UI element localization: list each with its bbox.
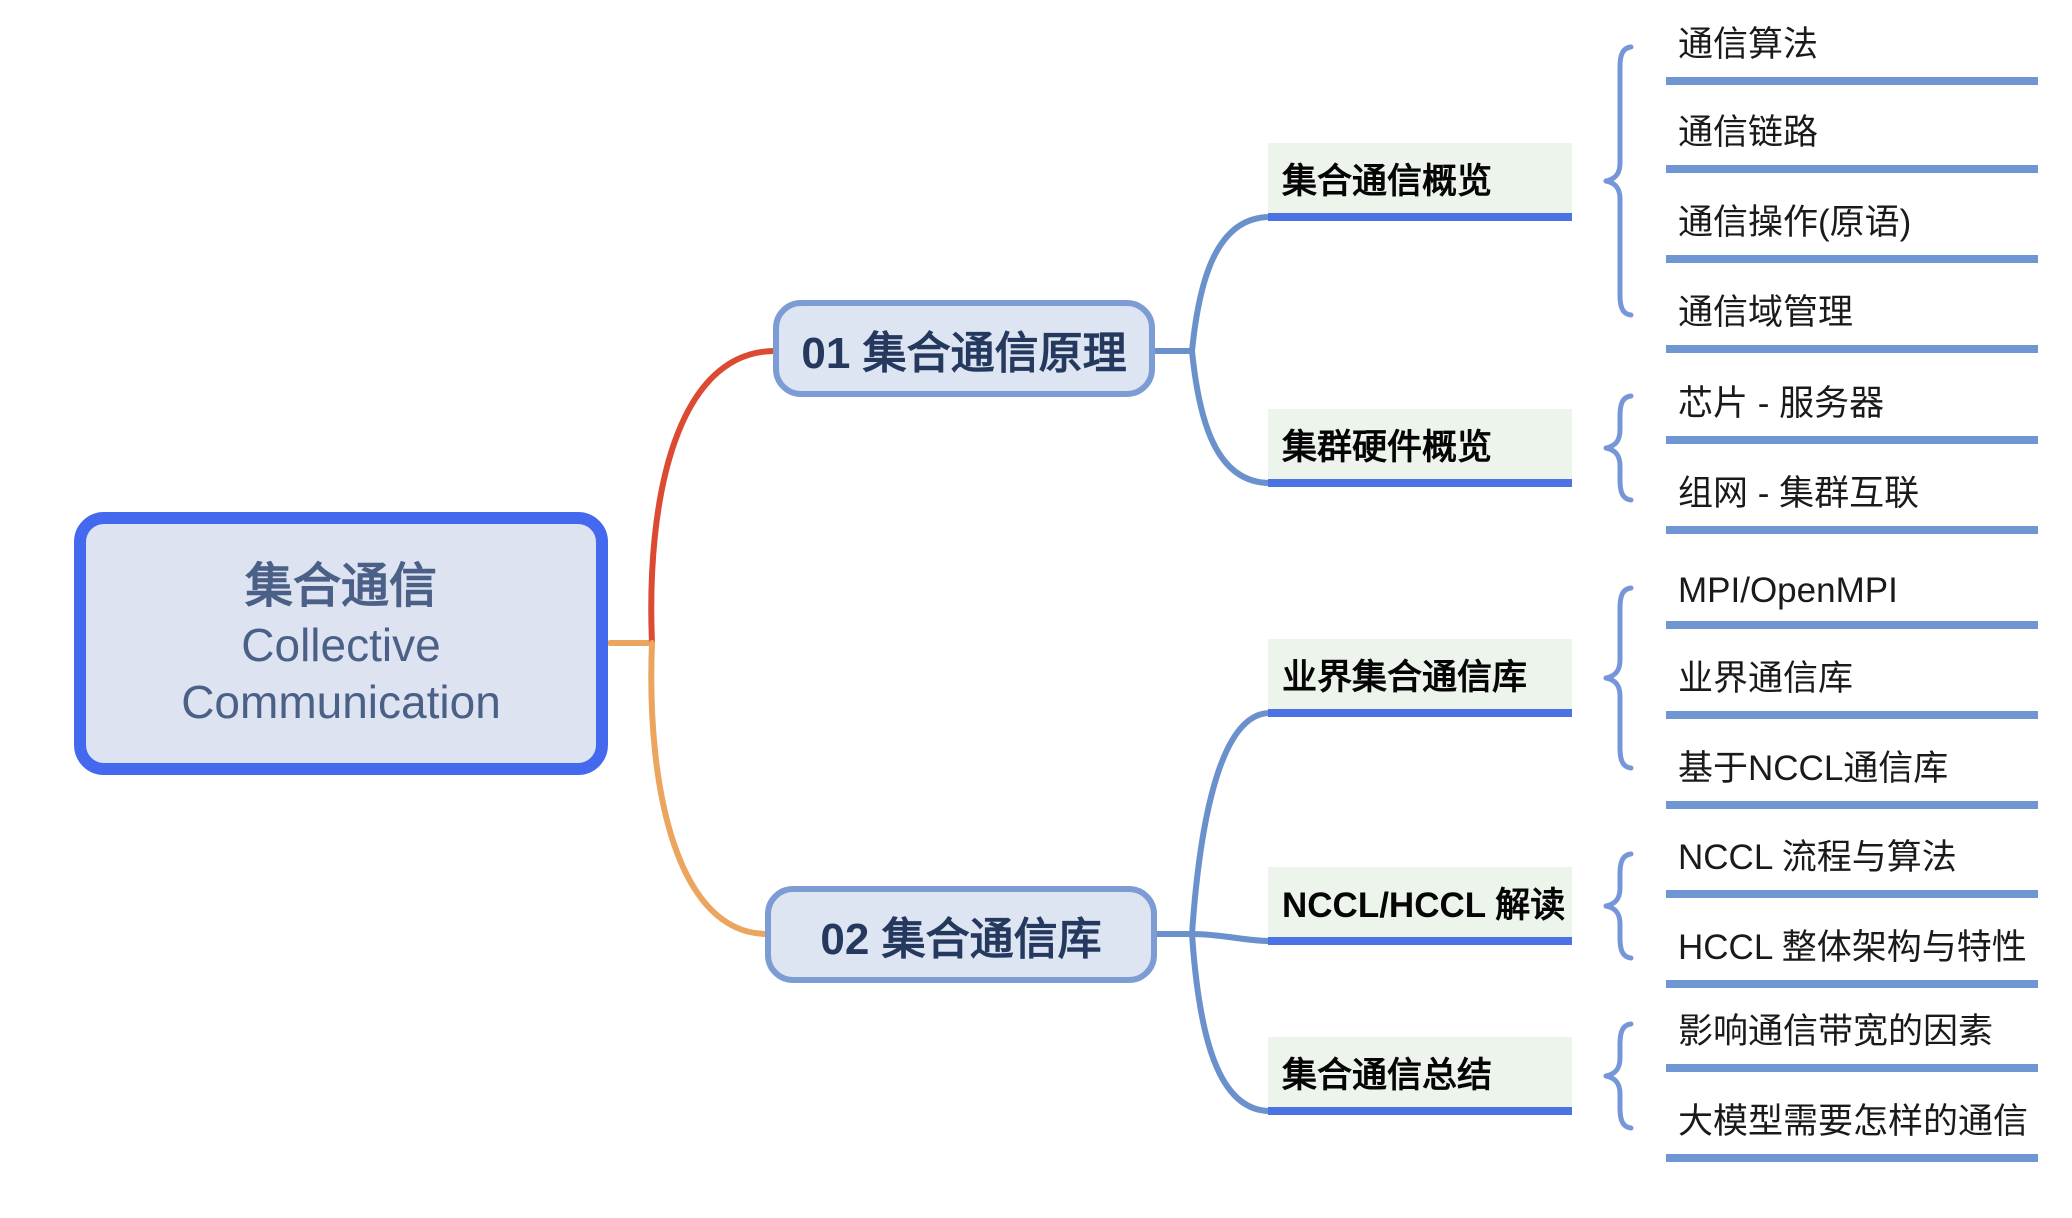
leaf-label: 业界通信库 bbox=[1678, 659, 1854, 698]
root-node[interactable]: 集合通信 Collective Communication bbox=[74, 512, 608, 775]
leaf-label: NCCL 流程与算法 bbox=[1678, 838, 1957, 877]
branch-node-01[interactable]: 01 集合通信原理 bbox=[773, 300, 1155, 397]
leaf-label: MPI/OpenMPI bbox=[1678, 571, 1898, 610]
leaf-b1-t2-c1[interactable]: 芯片 - 服务器 bbox=[1666, 376, 2038, 444]
leaf-b1-t1-c2[interactable]: 通信链路 bbox=[1666, 105, 2038, 173]
leaf-label: 通信算法 bbox=[1678, 25, 1819, 64]
connector-branch2-topic1 bbox=[1189, 710, 1273, 937]
branch-node-02-label: 02 集合通信库 bbox=[820, 914, 1102, 964]
topic-nccl-hccl-deep-dive[interactable]: NCCL/HCCL 解读 bbox=[1268, 867, 1572, 945]
leaf-b2-t1-c1[interactable]: MPI/OpenMPI bbox=[1666, 561, 2038, 629]
topic-collective-summary[interactable]: 集合通信总结 bbox=[1268, 1037, 1572, 1115]
topic-label: 集群硬件概览 bbox=[1282, 427, 1493, 467]
leaf-b1-t1-c3[interactable]: 通信操作(原语) bbox=[1666, 195, 2038, 263]
leaf-label: 通信域管理 bbox=[1678, 293, 1854, 332]
leaf-label: HCCL 整体架构与特性 bbox=[1678, 928, 2027, 967]
topic-label: 业界集合通信库 bbox=[1282, 657, 1528, 697]
leaf-b2-t3-c1[interactable]: 影响通信带宽的因素 bbox=[1666, 1004, 2038, 1072]
leaf-b1-t1-c1[interactable]: 通信算法 bbox=[1666, 17, 2038, 85]
topic-collective-overview[interactable]: 集合通信概览 bbox=[1268, 143, 1572, 221]
topic-industry-libraries[interactable]: 业界集合通信库 bbox=[1268, 639, 1572, 717]
brace-topic2 bbox=[1603, 393, 1634, 503]
leaf-label: 大模型需要怎样的通信 bbox=[1678, 1102, 2029, 1141]
leaf-label: 影响通信带宽的因素 bbox=[1678, 1012, 1994, 1051]
topic-label: NCCL/HCCL 解读 bbox=[1282, 885, 1566, 925]
connector-branch2-topic2 bbox=[1189, 931, 1273, 944]
branch-node-01-label: 01 集合通信原理 bbox=[801, 328, 1127, 378]
root-title-zh: 集合通信 bbox=[244, 560, 437, 614]
brace-topic4 bbox=[1603, 851, 1634, 961]
leaf-label: 组网 - 集群互联 bbox=[1678, 474, 1920, 513]
connector-root-branch1 bbox=[648, 348, 778, 646]
connector-branch1-topic2 bbox=[1189, 348, 1273, 486]
brace-topic5 bbox=[1603, 1021, 1634, 1131]
connector-branch2-topic3 bbox=[1189, 931, 1273, 1114]
leaf-b2-t1-c2[interactable]: 业界通信库 bbox=[1666, 651, 2038, 719]
leaf-b1-t2-c2[interactable]: 组网 - 集群互联 bbox=[1666, 466, 2038, 534]
leaf-label: 通信操作(原语) bbox=[1678, 203, 1912, 242]
branch-node-02[interactable]: 02 集合通信库 bbox=[765, 886, 1157, 983]
topic-cluster-hardware-overview[interactable]: 集群硬件概览 bbox=[1268, 409, 1572, 487]
leaf-label: 通信链路 bbox=[1678, 113, 1819, 152]
connector-branch1-topic1 bbox=[1189, 214, 1273, 354]
root-title-en: Collective Communication bbox=[181, 619, 501, 728]
brace-topic3 bbox=[1603, 585, 1634, 771]
topic-label: 集合通信总结 bbox=[1282, 1055, 1493, 1095]
brace-topic1 bbox=[1603, 44, 1634, 318]
leaf-label: 芯片 - 服务器 bbox=[1678, 384, 1885, 423]
leaf-label: 基于NCCL通信库 bbox=[1678, 749, 1949, 788]
leaf-b2-t1-c3[interactable]: 基于NCCL通信库 bbox=[1666, 741, 2038, 809]
leaf-b1-t1-c4[interactable]: 通信域管理 bbox=[1666, 285, 2038, 353]
topic-label: 集合通信概览 bbox=[1282, 161, 1493, 201]
connector-root-branch2 bbox=[648, 640, 770, 937]
leaf-b2-t2-c1[interactable]: NCCL 流程与算法 bbox=[1666, 830, 2038, 898]
leaf-b2-t2-c2[interactable]: HCCL 整体架构与特性 bbox=[1666, 920, 2038, 988]
leaf-b2-t3-c2[interactable]: 大模型需要怎样的通信 bbox=[1666, 1094, 2038, 1162]
